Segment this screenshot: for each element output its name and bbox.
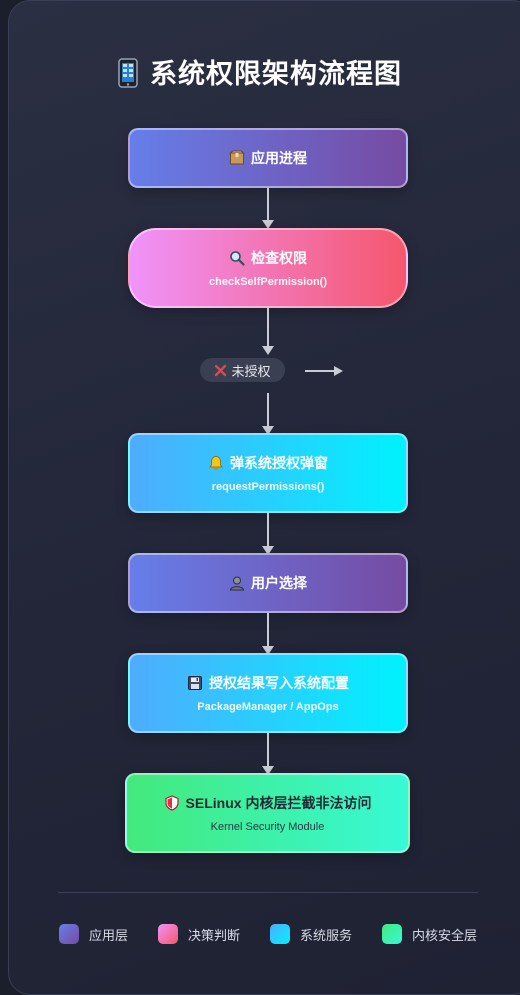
legend-swatch xyxy=(382,924,402,944)
arrow-head xyxy=(262,766,274,775)
cross-icon xyxy=(214,364,227,377)
node-label: 弹系统授权弹窗 xyxy=(230,455,328,471)
branch-arrow-head xyxy=(334,366,343,376)
bell-icon xyxy=(208,455,224,471)
arrow-head xyxy=(262,426,274,435)
legend-swatch xyxy=(59,924,79,944)
page-title: 系统权限架构流程图 xyxy=(0,52,520,91)
legend-label: 内核安全层 xyxy=(412,927,478,943)
node-label: 授权结果写入系统配置 xyxy=(209,675,349,691)
branch-not-authorized: 未授权 xyxy=(200,358,285,382)
arrow-head xyxy=(262,346,274,355)
node-user-choice: 用户选择 xyxy=(128,553,408,613)
connector-line xyxy=(267,513,269,549)
node-check-permission: 检查权限 checkSelfPermission() xyxy=(128,228,408,308)
arrow-head xyxy=(262,546,274,555)
node-request-dialog: 弹系统授权弹窗 requestPermissions() xyxy=(128,433,408,513)
node-sublabel: Kernel Security Module xyxy=(210,821,325,833)
node-app-process: 应用进程 xyxy=(128,128,408,188)
legend-label: 系统服务 xyxy=(300,927,353,943)
legend-divider xyxy=(58,892,478,893)
connector-line xyxy=(267,393,269,429)
node-write-config: 授权结果写入系统配置 PackageManager / AppOps xyxy=(128,653,408,733)
node-label: 应用进程 xyxy=(251,150,307,166)
node-label: 用户选择 xyxy=(251,575,307,591)
package-icon xyxy=(229,150,245,166)
legend-swatch xyxy=(158,924,178,944)
legend-item-app-layer: 应用层 xyxy=(59,924,128,944)
arrow-head xyxy=(262,646,274,655)
legend-item-system-service: 系统服务 xyxy=(270,924,352,944)
node-sublabel: PackageManager / AppOps xyxy=(197,701,339,713)
legend-label: 应用层 xyxy=(89,927,129,943)
phone-icon xyxy=(118,58,138,88)
node-sublabel: checkSelfPermission() xyxy=(209,276,327,288)
branch-arrow-line xyxy=(305,370,335,372)
node-sublabel: requestPermissions() xyxy=(211,481,325,493)
floppy-disk-icon xyxy=(187,675,203,691)
connector-line xyxy=(267,308,269,348)
legend-label: 决策判断 xyxy=(188,927,241,943)
user-icon xyxy=(229,575,245,591)
legend-item-kernel-security: 内核安全层 xyxy=(382,924,477,944)
shield-icon xyxy=(164,795,180,811)
connector-line xyxy=(267,733,269,769)
page-title-text: 系统权限架构流程图 xyxy=(150,59,402,89)
node-label: 检查权限 xyxy=(251,250,307,266)
branch-label: 未授权 xyxy=(231,363,271,379)
node-selinux-kernel: SELinux 内核层拦截非法访问 Kernel Security Module xyxy=(125,773,410,853)
legend-item-decision: 决策判断 xyxy=(158,924,240,944)
magnifier-icon xyxy=(229,250,245,266)
node-label: SELinux 内核层拦截非法访问 xyxy=(185,795,372,811)
connector-line xyxy=(267,613,269,649)
arrow-head xyxy=(262,220,274,229)
legend-swatch xyxy=(270,924,290,944)
connector-line xyxy=(267,188,269,223)
